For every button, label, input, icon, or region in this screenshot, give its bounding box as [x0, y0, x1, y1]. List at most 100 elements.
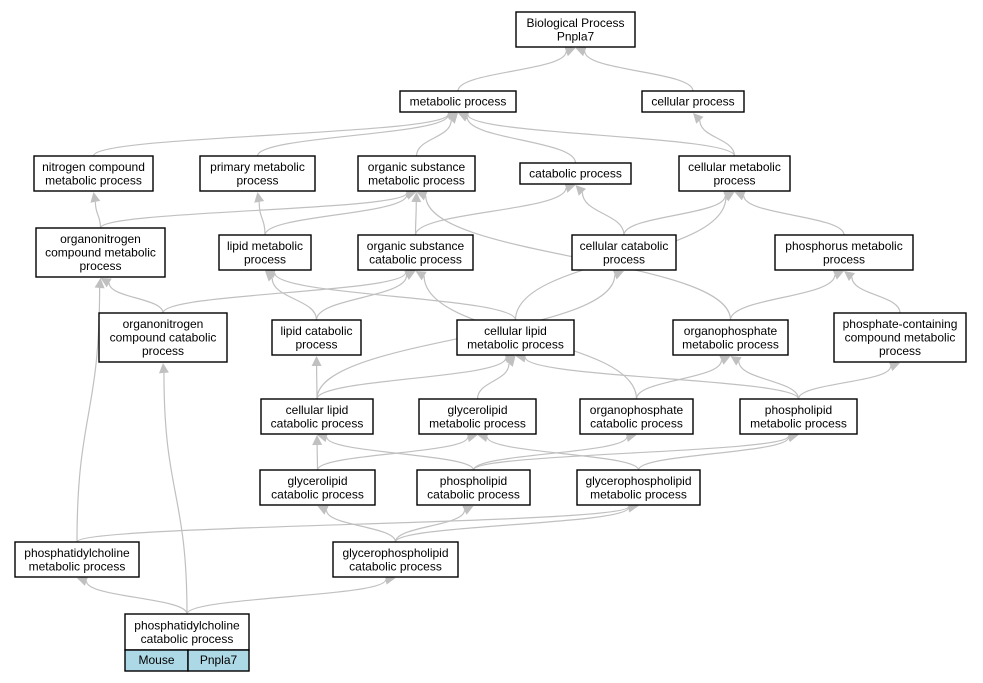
node-label-line: cellular lipid: [484, 324, 547, 338]
edge-pcmet-to-orgnitro: [76, 287, 101, 543]
node-box: [739, 398, 858, 435]
node-box: [576, 469, 701, 506]
arrowhead-phospholipidmet-to-orgphosmet: [730, 356, 742, 366]
edge-orgsubcat-to-orgsub: [414, 201, 417, 236]
edge-lipidcat-to-lipidmet: [271, 277, 318, 321]
node-label-line: phosphatidylcholine: [24, 546, 130, 560]
arrowhead-orgsub-to-metabolic: [447, 113, 458, 124]
node-label-line: glycerophospholipid: [585, 474, 691, 488]
arrowhead-cellipidmet-to-cellmet: [723, 192, 735, 202]
node-label-line: nitrogen compound: [42, 160, 145, 174]
node-box: [332, 541, 459, 578]
node-label-line: metabolic process: [682, 337, 779, 351]
arrowhead-glycerolipidmet-to-cellipidmet: [505, 356, 516, 367]
edge-phospholipidmet-to-orgphosmet: [738, 361, 800, 400]
go-term-cellular[interactable]: cellular process: [641, 90, 745, 113]
edge-orgsub-to-metabolic: [415, 120, 452, 157]
edge-gpcat-to-gpmet: [394, 506, 630, 543]
edge-cellcat-to-cellmet: [623, 195, 726, 236]
node-label-line: Biological Process: [526, 16, 624, 30]
node-label-line: catabolic process: [271, 416, 364, 430]
node-label-line: organic substance: [368, 160, 466, 174]
arrowhead-phospholipidcat-to-orgphoscat: [625, 432, 637, 443]
arrowhead-gpcat-to-phospholipidcat: [462, 505, 474, 515]
go-term-metabolic[interactable]: metabolic process: [399, 90, 517, 113]
edge-glycerolipidmet-to-cellipidmet: [476, 363, 510, 400]
arrowhead-cellular-to-root: [575, 46, 587, 57]
edge-gpcat-to-phospholipidcat: [394, 510, 466, 543]
node-label-line: metabolic process: [368, 173, 465, 187]
arrowhead-pccat-to-pcmet: [77, 576, 89, 586]
organism-label: Mouse: [138, 653, 174, 667]
node-label-line: organonitrogen: [123, 317, 204, 331]
arrowhead-orgnitro-to-nitrogen: [90, 192, 101, 203]
node-label-line: phosphorus metabolic: [785, 239, 902, 253]
node-label-line: process: [879, 344, 921, 358]
arrowhead-orgphoscat-to-orgphosmet: [719, 355, 731, 365]
node-label-line: organophosphate: [590, 403, 684, 417]
node-box: [357, 155, 476, 192]
edge-catabolic-to-metabolic: [466, 116, 577, 164]
edge-metabolic-to-root: [457, 51, 567, 92]
node-label-line: process: [236, 173, 278, 187]
node-label-line: metabolic process: [45, 173, 142, 187]
node-label-line: catabolic process: [369, 252, 462, 266]
node-box: [399, 90, 517, 113]
node-label-line: process: [603, 252, 645, 266]
arrowhead-orgphosmet-to-orgsub: [416, 191, 428, 201]
node-label-line: organophosphate: [684, 324, 778, 338]
arrowhead-pcmet-to-orgnitro: [94, 278, 105, 289]
edge-orgnitrocat-to-orgsubcat: [162, 272, 407, 314]
arrowhead-orgnitrocat-to-orgnitro: [100, 278, 112, 288]
edge-cellmet-to-metabolic: [467, 114, 736, 157]
node-box: [571, 234, 677, 271]
arrowhead-orgsubcat-to-catabolic: [564, 183, 576, 193]
edge-orgnitro-to-nitrogen: [94, 201, 102, 229]
go-term-catabolic[interactable]: catabolic process: [519, 162, 632, 185]
edge-phosmet-to-cellmet: [743, 195, 845, 236]
arrowhead-orgphoscat-to-orgsubcat: [415, 271, 427, 281]
node-box: [14, 541, 140, 578]
node-box: [199, 155, 316, 192]
node-box: [357, 234, 474, 271]
node-label-line: organic substance: [367, 239, 465, 253]
arrowhead-lipidcat-to-orgsubcat: [404, 271, 416, 280]
node-label-line: process: [79, 259, 121, 273]
node-box: [259, 469, 376, 506]
node-label-line: catabolic process: [529, 167, 622, 181]
arrowhead-orgphosmet-to-phosmet: [832, 270, 844, 280]
arrowhead-glycerolipidcat-to-glycerolipidmet: [466, 432, 478, 443]
edge-phoscont-to-phosmet: [851, 276, 901, 314]
edge-cellular-to-root: [584, 51, 694, 92]
arrowhead-orgsubcat-to-orgsub: [411, 192, 422, 203]
node-label-line: process: [244, 252, 286, 266]
node-label-line: primary metabolic: [210, 160, 305, 174]
node-label-line: compound metabolic: [45, 246, 156, 260]
